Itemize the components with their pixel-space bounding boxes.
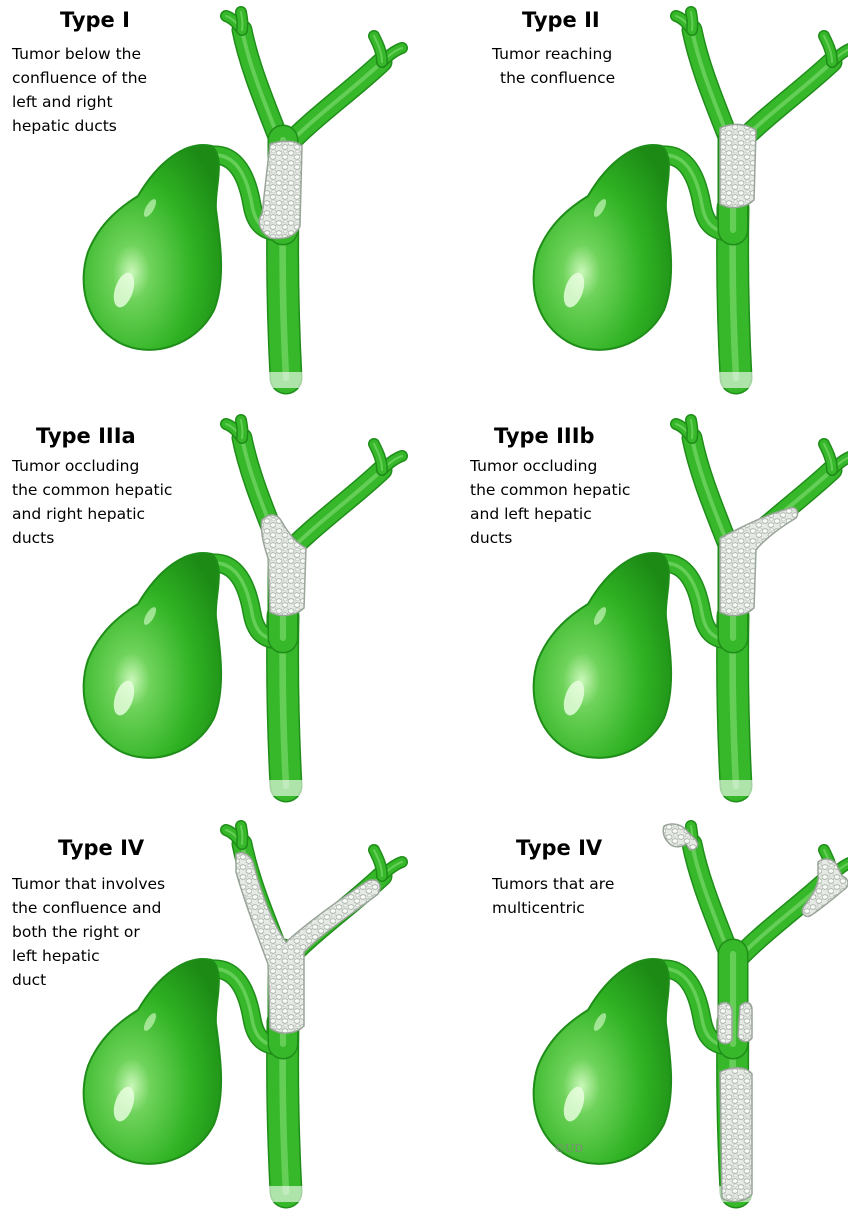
gallbladder (534, 553, 671, 758)
description-line: the confluence and (12, 896, 165, 920)
panel-type-3b: Type IIIb Tumor occluding the common hep… (450, 408, 848, 814)
panel-description: Tumor occluding the common hepatic and l… (470, 454, 630, 550)
panel-type-1: Type I Tumor below the confluence of the… (0, 0, 424, 406)
artist-credit: ©UD (554, 1142, 583, 1155)
description-line: the common hepatic (12, 478, 172, 502)
description-line: ducts (470, 526, 630, 550)
description-line: the common hepatic (470, 478, 630, 502)
description-line: and left hepatic (470, 502, 630, 526)
panel-title: Type IIIb (494, 424, 595, 448)
panel-title: Type IV (516, 836, 602, 860)
gallbladder (534, 145, 671, 350)
description-line: the confluence (492, 66, 615, 90)
tumor-mass (259, 141, 302, 238)
panel-description: Tumor below the confluence of the left a… (12, 42, 147, 138)
description-line: Tumor reaching (492, 42, 615, 66)
gallbladder (534, 959, 671, 1164)
panel-type-2: Type II Tumor reaching the confluence (450, 0, 848, 406)
description-line: Tumors that are (492, 872, 614, 896)
description-line: Tumor that involves (12, 872, 165, 896)
description-line: Tumor below the (12, 42, 147, 66)
description-line: confluence of the (12, 66, 147, 90)
description-line: Tumor occluding (470, 454, 630, 478)
panel-title: Type IV (58, 836, 144, 860)
tumor-mass (718, 1003, 732, 1044)
description-line: left and right (12, 90, 147, 114)
panel-title: Type I (60, 8, 130, 32)
description-line: and right hepatic (12, 502, 172, 526)
description-line: duct (12, 968, 165, 992)
gallbladder (84, 145, 221, 350)
description-line: hepatic ducts (12, 114, 147, 138)
description-line: ducts (12, 526, 172, 550)
tumor-mass (720, 1068, 752, 1202)
panel-description: Tumor reaching the confluence (492, 42, 615, 90)
gallbladder (84, 553, 221, 758)
panel-type-4: Type IV Tumor that involves the confluen… (0, 814, 424, 1220)
description-line: Tumor occluding (12, 454, 172, 478)
panel-description: Tumor occluding the common hepatic and r… (12, 454, 172, 550)
panel-description: Tumor that involves the confluence and b… (12, 872, 165, 992)
panel-description: Tumors that are multicentric (492, 872, 614, 920)
description-line: multicentric (492, 896, 614, 920)
tumor-mass (738, 1003, 752, 1042)
panel-type-4-multicentric: Type IV Tumors that are multicentric ©UD (450, 814, 848, 1220)
tumor-mass (720, 508, 798, 616)
tumor-mass (720, 124, 756, 207)
panel-type-3a: Type IIIa Tumor occluding the common hep… (0, 408, 424, 814)
description-line: both the right or (12, 920, 165, 944)
description-line: left hepatic (12, 944, 165, 968)
panel-title: Type IIIa (36, 424, 136, 448)
panel-title: Type II (522, 8, 600, 32)
